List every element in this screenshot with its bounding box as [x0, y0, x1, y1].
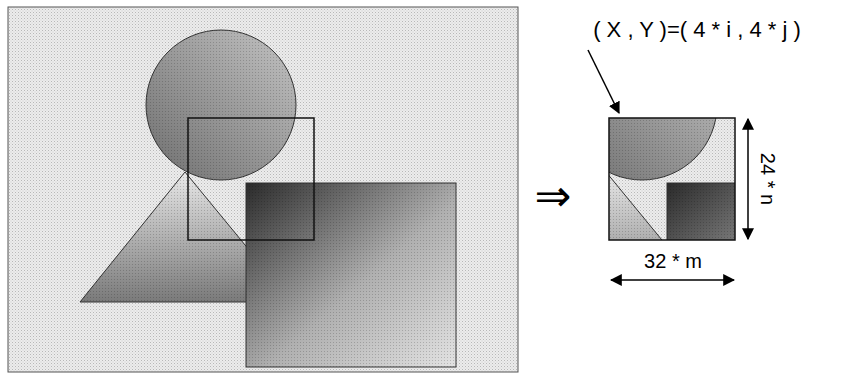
selection-frame [188, 118, 314, 240]
width-arrow [611, 279, 734, 281]
cropped-view [609, 118, 735, 240]
height-arrow [747, 119, 749, 239]
width-dimension: 32 * m [644, 250, 702, 272]
leader-arrow [588, 50, 619, 113]
height-dimension: 24 * n [757, 153, 779, 205]
coordinate-label: ( X , Y )=( 4 * i , 4 * j ) [593, 18, 801, 42]
transform-arrow: ⇒ [535, 172, 572, 220]
